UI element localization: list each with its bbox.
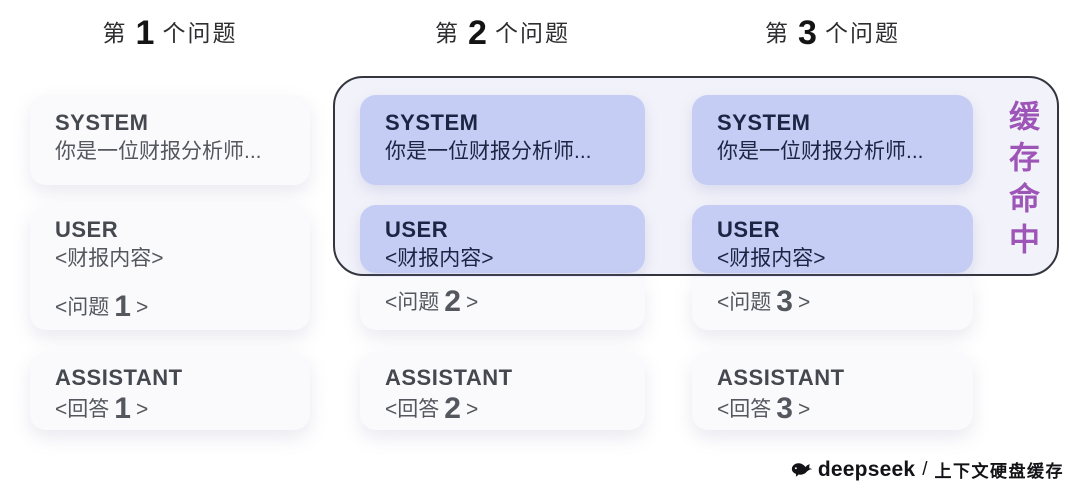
system-message-card-cached: SYSTEM 你是一位财报分析师... bbox=[692, 95, 973, 185]
answer-prefix: <回答 bbox=[717, 398, 772, 421]
footer-caption: 上下文硬盘缓存 bbox=[934, 462, 1064, 481]
header-number: 1 bbox=[135, 14, 155, 52]
user-message-card-cached: USER <财报内容> bbox=[692, 205, 973, 273]
system-message-card: SYSTEM 你是一位财报分析师... bbox=[30, 95, 310, 185]
answer-suffix: > bbox=[465, 398, 479, 421]
user-role-label: USER bbox=[717, 217, 781, 242]
answer-number: 3 bbox=[776, 392, 793, 425]
system-prompt-text: 你是一位财报分析师... bbox=[55, 140, 262, 163]
header-suffix: 个问题 bbox=[824, 20, 900, 46]
user-role-label: USER bbox=[385, 217, 449, 242]
header-prefix: 第 bbox=[102, 20, 128, 46]
question-suffix: > bbox=[465, 291, 479, 314]
assistant-role-label: ASSISTANT bbox=[385, 365, 513, 390]
question-number: 3 bbox=[776, 285, 793, 318]
header-number: 2 bbox=[468, 14, 487, 52]
answer-prefix: <回答 bbox=[55, 398, 110, 421]
footer-separator: / bbox=[922, 458, 928, 480]
system-prompt-text: 你是一位财报分析师... bbox=[717, 140, 924, 163]
assistant-role-label: ASSISTANT bbox=[55, 365, 183, 390]
system-role-label: SYSTEM bbox=[717, 110, 811, 135]
question-number: 2 bbox=[444, 285, 461, 318]
footer-brand-bar: deepseek / 上下文硬盘缓存 bbox=[789, 457, 1064, 482]
answer-number: 2 bbox=[444, 392, 461, 425]
question-number: 1 bbox=[114, 290, 131, 323]
deepseek-whale-icon bbox=[791, 463, 812, 477]
system-role-label: SYSTEM bbox=[385, 110, 479, 135]
user-document-text: <财报内容> bbox=[55, 247, 164, 270]
cache-hit-label: 缓存命中 bbox=[1004, 100, 1039, 264]
user-message-card-cached: USER <财报内容> bbox=[360, 205, 645, 273]
header-number: 3 bbox=[798, 14, 817, 52]
header-suffix: 个问题 bbox=[494, 20, 570, 46]
question-prefix: <问题 bbox=[385, 291, 440, 314]
question-prefix: <问题 bbox=[717, 291, 772, 314]
question-prefix: <问题 bbox=[55, 296, 110, 319]
user-role-label: USER bbox=[55, 217, 119, 242]
assistant-role-label: ASSISTANT bbox=[717, 365, 845, 390]
header-prefix: 第 bbox=[435, 20, 461, 46]
user-document-text: <财报内容> bbox=[717, 247, 826, 270]
header-suffix: 个问题 bbox=[162, 20, 238, 46]
system-prompt-text: 你是一位财报分析师... bbox=[385, 140, 592, 163]
header-prefix: 第 bbox=[765, 20, 791, 46]
answer-number: 1 bbox=[114, 392, 131, 425]
answer-suffix: > bbox=[797, 398, 811, 421]
deepseek-wordmark: deepseek bbox=[817, 457, 916, 481]
system-message-card-cached: SYSTEM 你是一位财报分析师... bbox=[360, 95, 645, 185]
question-suffix: > bbox=[135, 296, 149, 319]
answer-suffix: > bbox=[135, 398, 149, 421]
question-suffix: > bbox=[797, 291, 811, 314]
user-document-text: <财报内容> bbox=[385, 247, 494, 270]
system-role-label: SYSTEM bbox=[55, 110, 149, 135]
answer-prefix: <回答 bbox=[385, 398, 440, 421]
